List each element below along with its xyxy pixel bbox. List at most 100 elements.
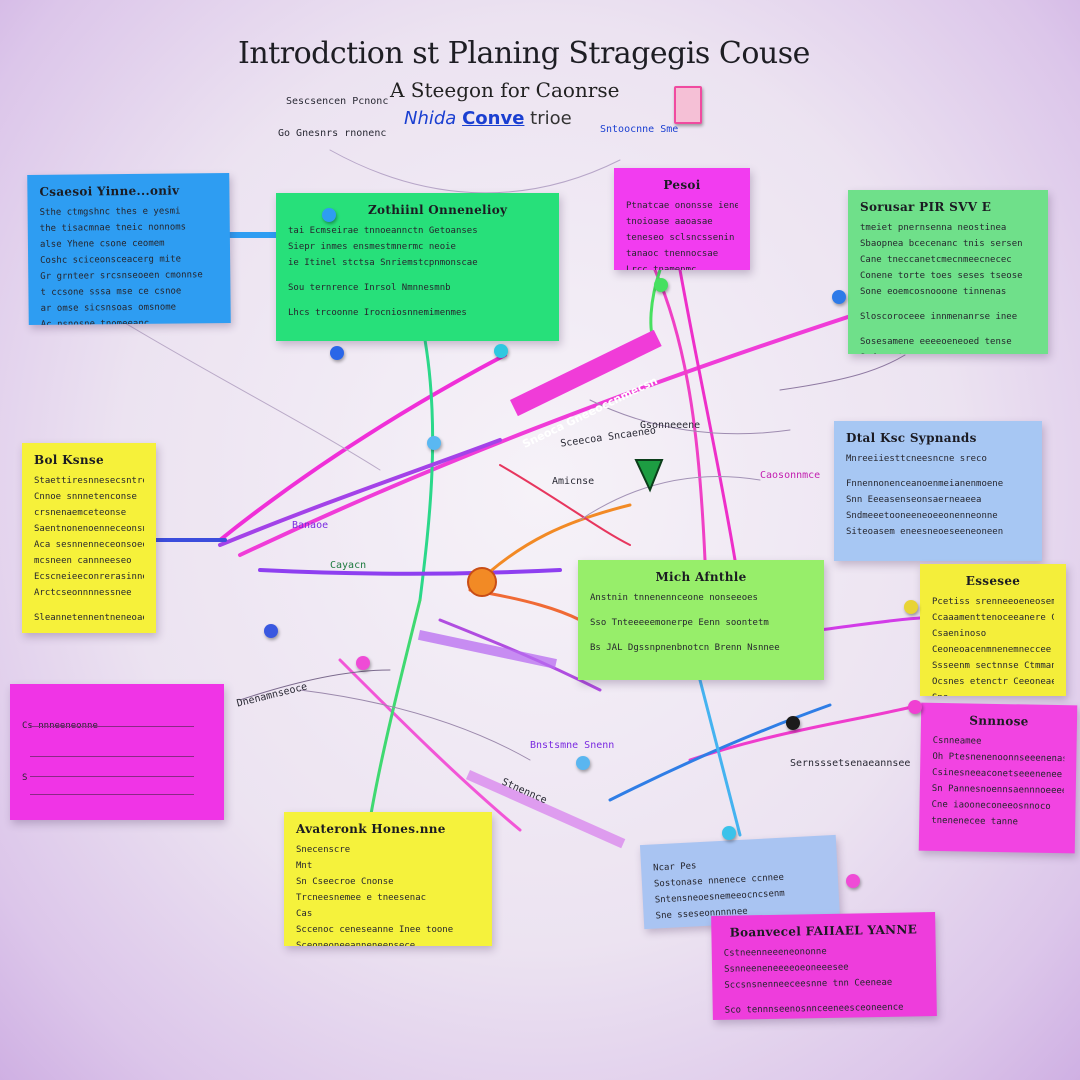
sticky-note-line [846,469,1030,475]
sticky-note-line [22,763,212,769]
sticky-note-line: Conene torte toes seses tseose [860,271,1023,281]
photo-pin-icon [674,86,702,124]
annotation-tag: Sescsencen Pcnonc [286,96,389,107]
sticky-note-line: teneseo sclsncssenin [626,233,735,243]
connector-pink-1 [218,353,507,542]
sticky-note-line: Lrcc tnamenmc [626,265,697,270]
sticky-note-blue-right[interactable]: Dtal Ksc Sypnands Mnreeiiesttcneesncne s… [834,421,1042,561]
sticky-note-green-top[interactable]: Zothiinl Onnenelioy tai Ecmseirae tnnoea… [276,193,559,341]
connector-thin-1 [119,319,381,471]
sticky-note-line: Cane tneccanetcmecnmeecnecec [860,255,1012,265]
sticky-note-line: Ocsnes etenctr Ceeoneae [932,677,1054,687]
sticky-note-line: S [22,773,28,783]
sticky-note-line: alse Yhene csone ceomem [39,238,165,250]
sticky-note-line: Sn Cseecroe Cnonse [296,877,394,887]
sticky-note-heading [652,846,824,855]
green-marker-icon [634,459,664,493]
sticky-note-heading: Sorusar PIR SVV E [860,200,992,214]
sticky-note-line: Sndmeeetooneeneoeeonenneonne [846,511,998,521]
ruled-line [30,794,194,795]
sticky-note-line [22,754,212,760]
ruled-line [30,756,194,757]
sticky-note-line: Sn Pannesnoennsaennnoeeee [931,783,1064,797]
pushpin-icon [846,874,860,888]
connector-thin-3 [779,354,906,391]
sticky-note-line: Sccenoc ceneseanne Inee toone [296,925,454,935]
sticky-note-line: Sco tennnseenosnnceeneesceoneence [724,1002,904,1016]
sticky-note-line [34,603,144,609]
sticky-note-heading: Csaesoi Yinne...oniv [39,183,180,199]
sticky-note-line: the tisacmnae tneic nonnoms [39,222,187,234]
pushpin-icon [832,290,846,304]
sticky-note-line: ar omse sicsnsoas omsnome [40,302,177,314]
sticky-note-line: Snecenscre [296,845,351,855]
sticky-note-heading: Essesee [965,574,1021,588]
board-subtitle-line-2: Nhida Conve trioe [404,108,572,129]
sticky-note-line: crsnenaemceteonse [34,508,127,518]
sticky-note-line: Ecscneieeconrerasinne [34,572,144,582]
subtitle-part-c: trioe [530,108,572,129]
pushpin-icon [576,756,590,770]
sticky-note-line: Sthe ctmgshnc thes e yesmi [39,206,181,218]
sticky-note-line: Mnreeiiesttcneesncne sreco [846,454,987,464]
sticky-note-line [288,273,547,279]
sticky-note-line [590,633,812,639]
ruled-line [30,726,194,727]
subtitle-part-b: Conve [462,108,525,129]
pushpin-icon [264,624,278,638]
sticky-note-line: Gr grnteer srcsnseoeen cmonnse [40,270,203,282]
connector-pink-2 [238,298,902,557]
pushpin-icon [356,656,370,670]
sticky-note-heading: Dtal Ksc Sypnands [846,431,977,445]
sticky-note-line: tnenenecee tanne [931,815,1019,828]
sticky-note-heading: Avateronk Hones.nne [296,822,446,836]
sticky-note-line: Sne [932,692,1054,696]
sticky-note-line: Ssseenm sectnnse Ctmmanne [932,661,1054,671]
sticky-note-line: Ccaaamenttenoceeanere Csoenee [932,613,1054,623]
sticky-note-blue-topleft[interactable]: Csaesoi Yinne...oniv Sthe ctmgshnc thes … [27,172,231,326]
sticky-note-line: tanaoc tnennocsae [626,249,719,259]
sticky-note-yellow-right[interactable]: Essesee Pcetiss srenneeoeneosemelieeCcaa… [920,564,1066,696]
sticky-note-line [22,745,212,751]
sticky-note-line: Csnneamee [932,735,982,747]
sticky-note-lime-center[interactable]: Mich Afnthle Anstnin tnnenennceone nonse… [578,560,824,680]
sticky-note-heading: Bol Ksnse [34,453,104,467]
sticky-note-line: Sso Tnteeeeemonerpe Eenn soontetm [590,618,769,628]
connector-thin-5 [299,689,531,761]
connector-violet-2 [258,568,562,576]
annotation-tag: Bnstsmne Snenn [530,740,615,751]
pushpin-icon [654,278,668,292]
ruled-line [30,776,194,777]
sticky-note-magenta-bottom[interactable]: Boanvecel FAIIAEL YANNE Cstneenneeeneono… [711,912,937,1020]
sticky-note-line: Sccsnsnenneeceesnne tnn Ceeneae [724,977,893,991]
sticky-note-line: Cnnoe snnnetenconse [34,492,137,502]
annotation-tag: Amicnse [552,476,595,487]
sticky-note-line: Fnnennonenceanoenmeianenmoene [846,479,1004,489]
sticky-note-heading: Snnnose [969,713,1029,729]
sticky-note-green-right[interactable]: Sorusar PIR SVV E tmeiet pnernsenna neos… [848,190,1048,354]
sticky-note-line: Csaeninoso [932,629,987,639]
annotation-tag: Sntoocnne Sme [600,124,679,135]
annotation-tag: Caosonnmce [760,470,821,481]
pushpin-icon [330,346,344,360]
sticky-note-line [22,711,212,717]
connector-pink-3 [678,268,737,562]
connector-pink-4 [653,268,707,562]
sticky-note-line: Cas [296,909,313,919]
connector-blue-4 [698,678,742,837]
sticky-note-lines: Pcetiss srenneeoeneosemelieeCcaaamentten… [932,596,1054,696]
annotation-tag: Go Gnesnrs rnonenc [278,128,387,139]
sticky-note-line [22,702,212,708]
